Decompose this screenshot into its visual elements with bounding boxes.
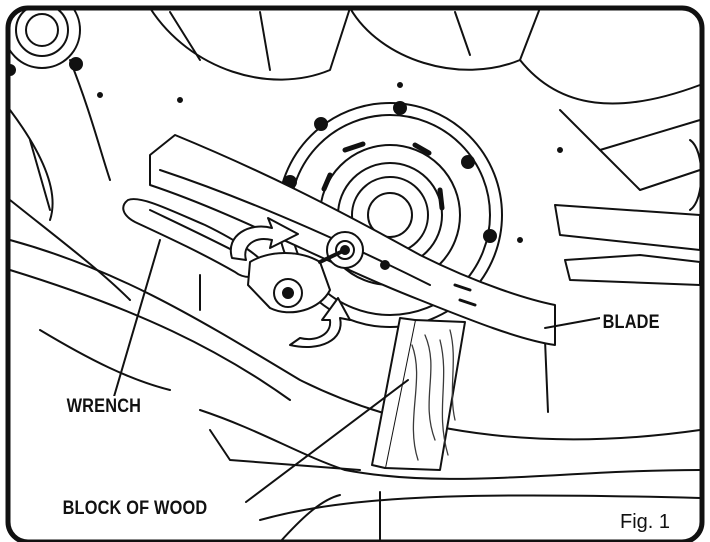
right-bracket [554,139,702,286]
block-of-wood-label: BLOCK OF WOOD [60,498,210,520]
leader-lines [112,239,601,503]
block-of-wood [371,317,466,471]
blade-label: BLADE [600,312,663,334]
rotation-arrows [229,217,351,348]
deck-contours [9,199,701,542]
figure-caption: Fig. 1 [618,510,673,534]
deck-fins [9,8,701,243]
wrench-label: WRENCH [64,396,144,418]
figure-frame [5,5,705,542]
